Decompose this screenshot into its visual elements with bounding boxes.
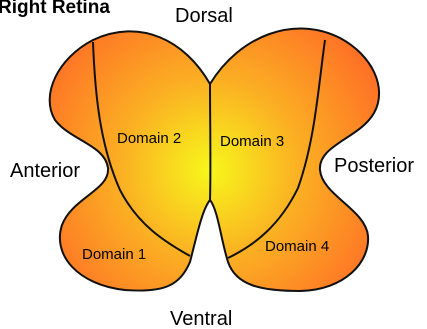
dorsal-label: Dorsal bbox=[175, 5, 233, 27]
diagram-title: Right Retina bbox=[0, 0, 110, 18]
anterior-label: Anterior bbox=[10, 160, 80, 182]
domain-4-label: Domain 4 bbox=[265, 238, 329, 255]
boundary-line-right bbox=[227, 39, 326, 259]
ventral-label: Ventral bbox=[170, 308, 232, 329]
domain-2-label: Domain 2 bbox=[117, 130, 181, 147]
domain-1-label: Domain 1 bbox=[82, 246, 146, 263]
boundary-line-left bbox=[92, 41, 191, 257]
domain-3-label: Domain 3 bbox=[220, 133, 284, 150]
posterior-label: Posterior bbox=[334, 155, 414, 177]
